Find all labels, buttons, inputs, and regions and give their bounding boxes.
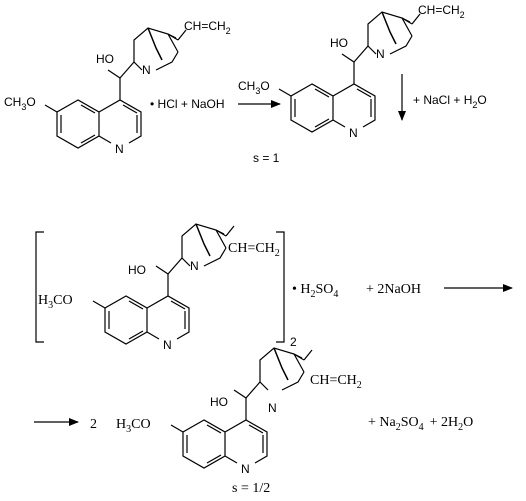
base-label: + 2NaOH (366, 282, 421, 297)
quinuclidine-n-label: N (190, 259, 199, 273)
quinoline-n-label: N (349, 126, 358, 140)
quinoline-n-label: N (163, 338, 172, 352)
methoxy-label: CH3O (238, 79, 270, 96)
reaction1-reactant-molecule: CH3O HO N N CH=CH2 (4, 19, 231, 156)
left-bracket (35, 231, 44, 343)
product-coefficient: 2 (90, 417, 97, 432)
hydroxyl-label: HO (128, 263, 146, 277)
vinyl-label: CH=CH2 (184, 19, 231, 36)
quinuclidine-n-label: N (268, 401, 277, 415)
methoxy-label: H3CO (116, 417, 151, 435)
right-bracket (276, 231, 285, 343)
acid-label: • H2SO4 (292, 282, 338, 300)
reaction2-stoich: s = 1/2 (232, 481, 270, 496)
vinyl-label: CH=CH2 (228, 241, 280, 259)
vinyl-label: CH=CH2 (418, 3, 465, 20)
quinuclidine-n-label: N (142, 63, 151, 77)
reaction2-byproducts: + Na2SO4+ 2H2O (368, 415, 473, 433)
bracket-subscript: 2 (290, 335, 297, 349)
hydroxyl-label: HO (96, 52, 114, 66)
methoxy-label: CH3O (4, 95, 36, 112)
quinuclidine-n-label: N (376, 47, 385, 61)
hydroxyl-label: HO (330, 36, 348, 50)
reaction1-salt-label: • HCl + NaOH (150, 97, 225, 111)
reaction2-product-molecule: H3CO HO N N CH=CH2 (116, 347, 362, 476)
quinoline-n-label: N (115, 142, 124, 156)
reaction1-stoich: s = 1 (253, 151, 280, 165)
vinyl-label: CH=CH2 (310, 373, 362, 391)
hydroxyl-label: HO (210, 395, 228, 409)
reaction2-salt-molecule: H3CO HO N N CH=CH2 (38, 223, 280, 352)
quinoline-n-label: N (241, 462, 250, 476)
reaction1-product-molecule: CH3O HO N N CH=CH2 (238, 3, 465, 140)
methoxy-label: H3CO (38, 293, 73, 311)
reaction1-byproducts: + NaCl + H2O (413, 93, 487, 110)
